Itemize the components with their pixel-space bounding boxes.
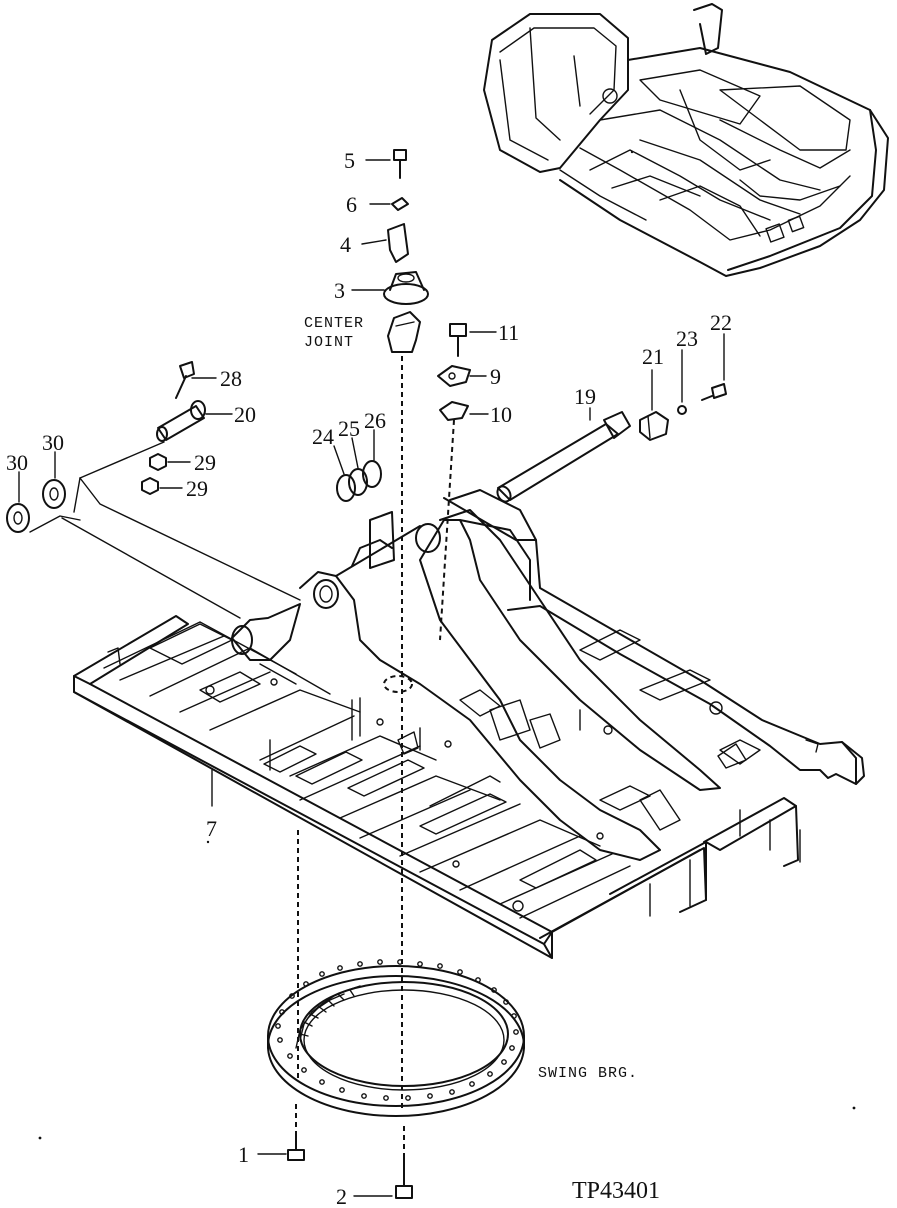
plate-10: [439, 401, 469, 421]
center-joint-label-line1: CENTER: [304, 315, 364, 332]
callout-2: 2: [336, 1184, 347, 1208]
callout-21: 21: [642, 344, 664, 369]
machine-overview-inset: [483, 3, 889, 277]
callout-20: 20: [234, 402, 256, 427]
callout-29-a: 29: [194, 450, 216, 475]
bolt-2: [395, 1155, 413, 1199]
center-joint-label-line2: JOINT: [304, 334, 354, 351]
bolt-11: [449, 323, 467, 357]
callout-19: 19: [574, 384, 596, 409]
clip-6: [391, 197, 409, 211]
callout-30-a: 30: [42, 430, 64, 455]
cover-3: [383, 271, 429, 305]
callout-6: 6: [346, 192, 357, 217]
washer-30-b: [6, 503, 30, 533]
nut-29-b: [141, 477, 159, 495]
nut-29-a: [149, 453, 167, 471]
callout-29-b: 29: [186, 476, 208, 501]
scan-specks: [38, 150, 856, 1140]
swing-bearing-label: SWING BRG.: [538, 1065, 638, 1082]
block-21: [639, 411, 669, 441]
figure-id: TP43401: [572, 1178, 660, 1204]
callout-24: 24: [312, 424, 334, 449]
callout-9: 9: [490, 364, 501, 389]
callout-10: 10: [490, 402, 512, 427]
callout-3: 3: [334, 278, 345, 303]
callout-11: 11: [498, 320, 519, 345]
shims-24-26: [336, 460, 382, 502]
washer-23: [677, 405, 687, 415]
pin-19: [496, 411, 631, 503]
bolt-22: [701, 383, 727, 401]
callout-25: 25: [338, 416, 360, 441]
callout-30-b: 30: [6, 450, 28, 475]
pin-20: [156, 400, 206, 442]
bolt-28: [175, 361, 195, 399]
callout-7: 7: [206, 816, 217, 841]
alignment-lines: [29, 441, 301, 619]
callout-5: 5: [344, 148, 355, 173]
washer-30-a: [42, 479, 66, 509]
bolt-5: [393, 149, 407, 179]
center-joint: [387, 311, 421, 353]
main-frame-7: [73, 489, 865, 959]
callout-23: 23: [676, 326, 698, 351]
plate-9: [437, 365, 471, 387]
bolt-1: [287, 1131, 305, 1161]
callout-4: 4: [340, 232, 351, 257]
leader-lines: [18, 159, 725, 1197]
callout-22: 22: [710, 310, 732, 335]
swing-bearing: [267, 959, 525, 1117]
callout-1: 1: [238, 1142, 249, 1167]
callout-numbers: 5 6 4 3 11 9 10 19 21 23 22 28 20 29 29 …: [6, 148, 732, 1208]
axis-10: [439, 419, 455, 641]
callout-28: 28: [220, 366, 242, 391]
callout-26: 26: [364, 408, 386, 433]
bracket-4: [387, 223, 409, 263]
